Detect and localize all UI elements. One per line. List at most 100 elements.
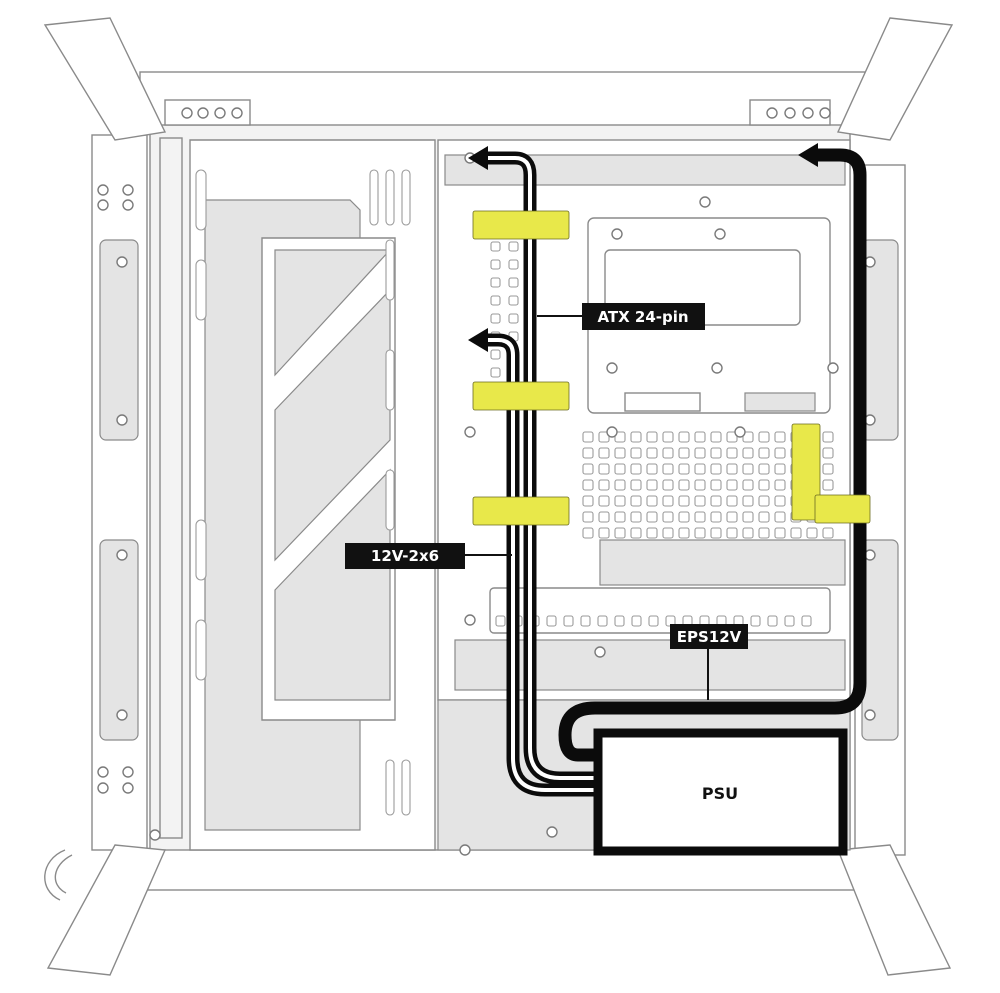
tray-hole [726, 431, 738, 443]
tray-hole [646, 495, 658, 507]
tray-hole [490, 259, 501, 270]
tray-hole [614, 431, 626, 443]
tray-hole [678, 511, 690, 523]
tray-hole [710, 463, 722, 475]
tray-hole [630, 527, 642, 539]
tray-hole [508, 295, 519, 306]
tray-hole [614, 463, 626, 475]
screw-icon [606, 426, 618, 438]
tray-hole [694, 511, 706, 523]
tray-hole [582, 447, 594, 459]
cable-straps [472, 210, 871, 526]
tray-hole [758, 447, 770, 459]
tray-hole [598, 479, 610, 491]
tray-hole [726, 527, 738, 539]
screw-icon [97, 184, 109, 196]
tray-hole [508, 313, 519, 324]
screw-icon [116, 414, 128, 426]
screw-icon [181, 107, 193, 119]
leg-bottom-right [837, 844, 952, 976]
left-post-panel-2 [99, 539, 139, 741]
side-handle [44, 849, 66, 901]
cables [468, 143, 867, 797]
tray-hole [678, 527, 690, 539]
tray-hole [662, 511, 674, 523]
tray-hole [490, 277, 501, 288]
tray-hole [742, 511, 754, 523]
tray-hole [774, 527, 786, 539]
tray-hole [742, 527, 754, 539]
tray-hole [508, 259, 519, 270]
tray-hole [598, 447, 610, 459]
screw-icon [97, 199, 109, 211]
arrow-head-icon [468, 328, 488, 352]
tray-hole [767, 615, 778, 627]
screw-icon [711, 362, 723, 374]
screw-icon [459, 844, 471, 856]
tray-hole [822, 479, 834, 491]
tray-hole [662, 527, 674, 539]
strap-4 [791, 423, 821, 521]
tray-hole [646, 527, 658, 539]
leg-bottom-left [46, 844, 167, 976]
tray-hole [646, 463, 658, 475]
tray-hole [694, 431, 706, 443]
tray-hole [822, 527, 834, 539]
tray-hole [508, 277, 519, 288]
tray-hole [662, 479, 674, 491]
screw-icon [714, 228, 726, 240]
tray-hole [801, 615, 812, 627]
screw-icon [116, 709, 128, 721]
arrow-head-icon [468, 146, 488, 170]
tray-hole [710, 431, 722, 443]
tray-hole [614, 615, 625, 627]
tray-hole [490, 349, 501, 360]
leg-top-right [836, 17, 954, 141]
gpu-bracket-frame [159, 137, 436, 851]
screw-icon [699, 196, 711, 208]
tray-hole [582, 495, 594, 507]
screw-icon [97, 782, 109, 794]
tray-hole [495, 615, 506, 627]
screw-icon [197, 107, 209, 119]
tray-hole [490, 367, 501, 378]
tray-hole [710, 447, 722, 459]
tray-hole [490, 313, 501, 324]
tray-hole [758, 527, 770, 539]
tray-hole [726, 463, 738, 475]
screw-icon [766, 107, 778, 119]
tray-hole [822, 431, 834, 443]
tray-hole [662, 495, 674, 507]
psu: PSU [593, 728, 848, 856]
tray-hole [742, 447, 754, 459]
tray-hole [806, 527, 818, 539]
tray-hole [710, 479, 722, 491]
tray-hole [774, 495, 786, 507]
tray-hole [580, 615, 591, 627]
tray-hole [726, 447, 738, 459]
tray-hole [694, 447, 706, 459]
tray-hole [582, 479, 594, 491]
screw-icon [464, 426, 476, 438]
screw-icon [819, 107, 831, 119]
tray-hole [678, 463, 690, 475]
tray-hole [784, 615, 795, 627]
tray-hole [582, 511, 594, 523]
strap-1 [472, 210, 570, 240]
screw-icon [606, 362, 618, 374]
tray-hole [490, 241, 501, 252]
tray-hole [742, 495, 754, 507]
tray-hole [614, 479, 626, 491]
tray-hole [662, 447, 674, 459]
tray-hole [774, 463, 786, 475]
tray-hole [598, 431, 610, 443]
tray-hole [678, 495, 690, 507]
gpu-label: 12V-2x6 [371, 547, 439, 565]
tray-hole [598, 511, 610, 523]
tray-hole [508, 241, 519, 252]
tray-hole [694, 463, 706, 475]
tray-hole [614, 511, 626, 523]
atx-label-box [582, 303, 705, 330]
tray-hole [630, 447, 642, 459]
